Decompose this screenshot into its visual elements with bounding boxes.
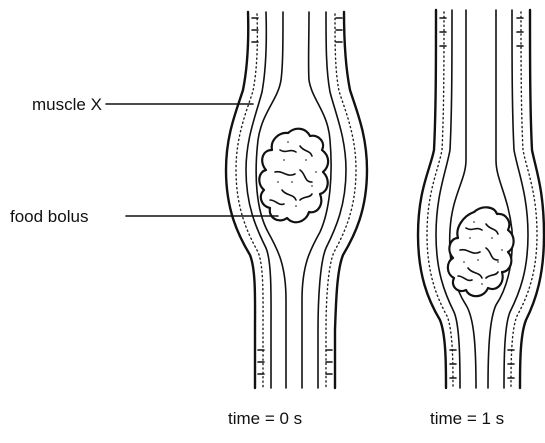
muscle-dots-right	[326, 14, 356, 388]
esophagus-tube-time-1	[418, 10, 544, 388]
food-bolus-time-0	[259, 129, 328, 223]
label-muscle-x: muscle X	[32, 95, 102, 114]
outer-wall-left	[418, 10, 446, 388]
outer-wall-right	[520, 10, 544, 388]
esophagus-tube-time-0	[226, 12, 367, 388]
caption-time-0: time = 0 s	[228, 409, 302, 428]
lumen-wall-left	[450, 10, 476, 388]
wall-hatching-bottom	[258, 350, 332, 374]
outer-wall-left	[226, 12, 255, 388]
caption-time-1: time = 1 s	[430, 409, 504, 428]
label-food-bolus: food bolus	[10, 207, 88, 226]
muscle-dots-left	[427, 12, 453, 388]
muscle-inner-right	[504, 10, 528, 388]
outer-wall-right	[335, 12, 367, 388]
lumen-wall-right	[488, 10, 512, 388]
